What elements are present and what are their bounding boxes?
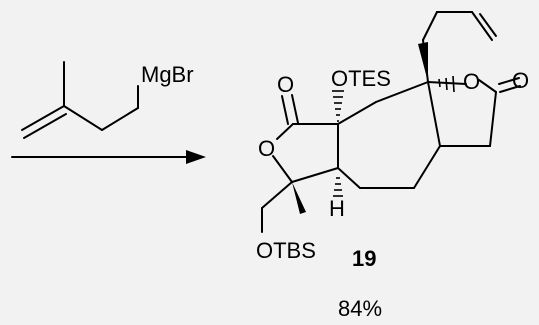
ring-oxygen-right: O [463,69,480,94]
carbonyl-oxygen-right: O [512,68,529,93]
product-skeleton [261,11,521,233]
reaction-arrow [11,150,206,164]
mgbr-label: MgBr [141,62,194,87]
carbonyl-oxygen-left: O [277,72,294,97]
grignard-reagent-structure [21,61,139,139]
ring-oxygen-left: O [258,136,275,161]
yield-label: 84% [338,296,382,321]
otes-label: OTES [331,66,391,91]
otbs-label: OTBS [256,238,316,263]
stereo-bonds [292,42,455,214]
compound-number: 19 [352,246,376,271]
h-label: H [329,196,345,221]
